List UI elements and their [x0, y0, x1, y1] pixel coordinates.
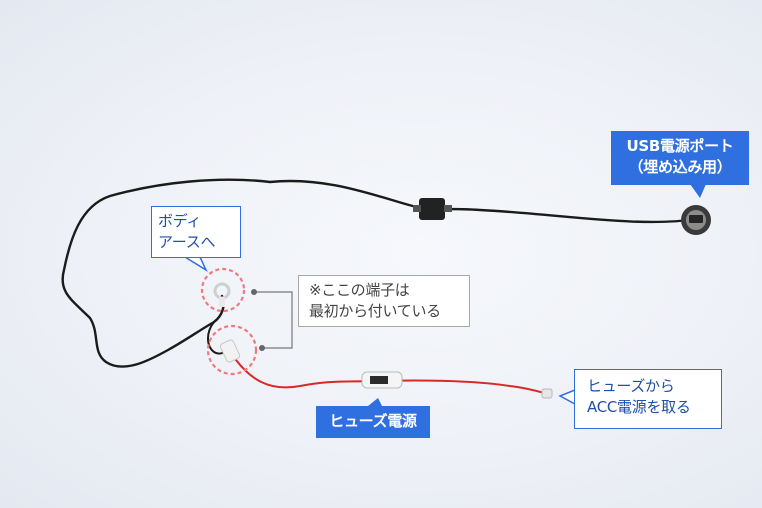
- usb-callout-line-2: （埋め込み用）: [628, 158, 732, 176]
- black-cable: [61, 178, 698, 368]
- fuse-acc-callout: ヒューズから ACC電源を取る: [574, 369, 722, 429]
- body-earth-callout: ボディ アースへ: [151, 206, 241, 258]
- terminal-note-callout: ※ここの端子は 最初から付いている: [298, 275, 470, 327]
- fuse-acc-line-1: ヒューズから: [587, 377, 675, 395]
- highlight-circle-junction: [206, 324, 258, 376]
- usb-port-callout: USB電源ポート （埋め込み用）: [611, 131, 749, 185]
- earth-ring-terminal: [213, 282, 231, 307]
- body-earth-line-1: ボディ: [158, 212, 202, 230]
- terminal-note-line-1: ※ここの端子は: [309, 281, 410, 299]
- body-earth-line-2: アースへ: [158, 233, 216, 251]
- fuse-holder: [361, 371, 403, 389]
- fuse-acc-line-2: ACC電源を取る: [587, 398, 691, 416]
- usb-callout-pointer: [690, 184, 706, 198]
- fuse-power-callout: ヒューズ電源: [316, 406, 430, 438]
- red-wire-end-connector: [541, 388, 553, 399]
- fuse-callout-pointer: [368, 398, 382, 406]
- highlight-circle-earth: [200, 267, 246, 313]
- usb-callout-line-1: USB電源ポート: [626, 137, 734, 155]
- terminal-note-line-2: 最初から付いている: [309, 302, 441, 320]
- inline-control-box: [419, 198, 445, 220]
- usb-port: [681, 205, 711, 235]
- note-leader-line: [254, 291, 293, 349]
- junction-connector: [219, 339, 241, 363]
- fuse-src-callout-pointer: [558, 388, 576, 406]
- body-callout-pointer: [182, 256, 208, 272]
